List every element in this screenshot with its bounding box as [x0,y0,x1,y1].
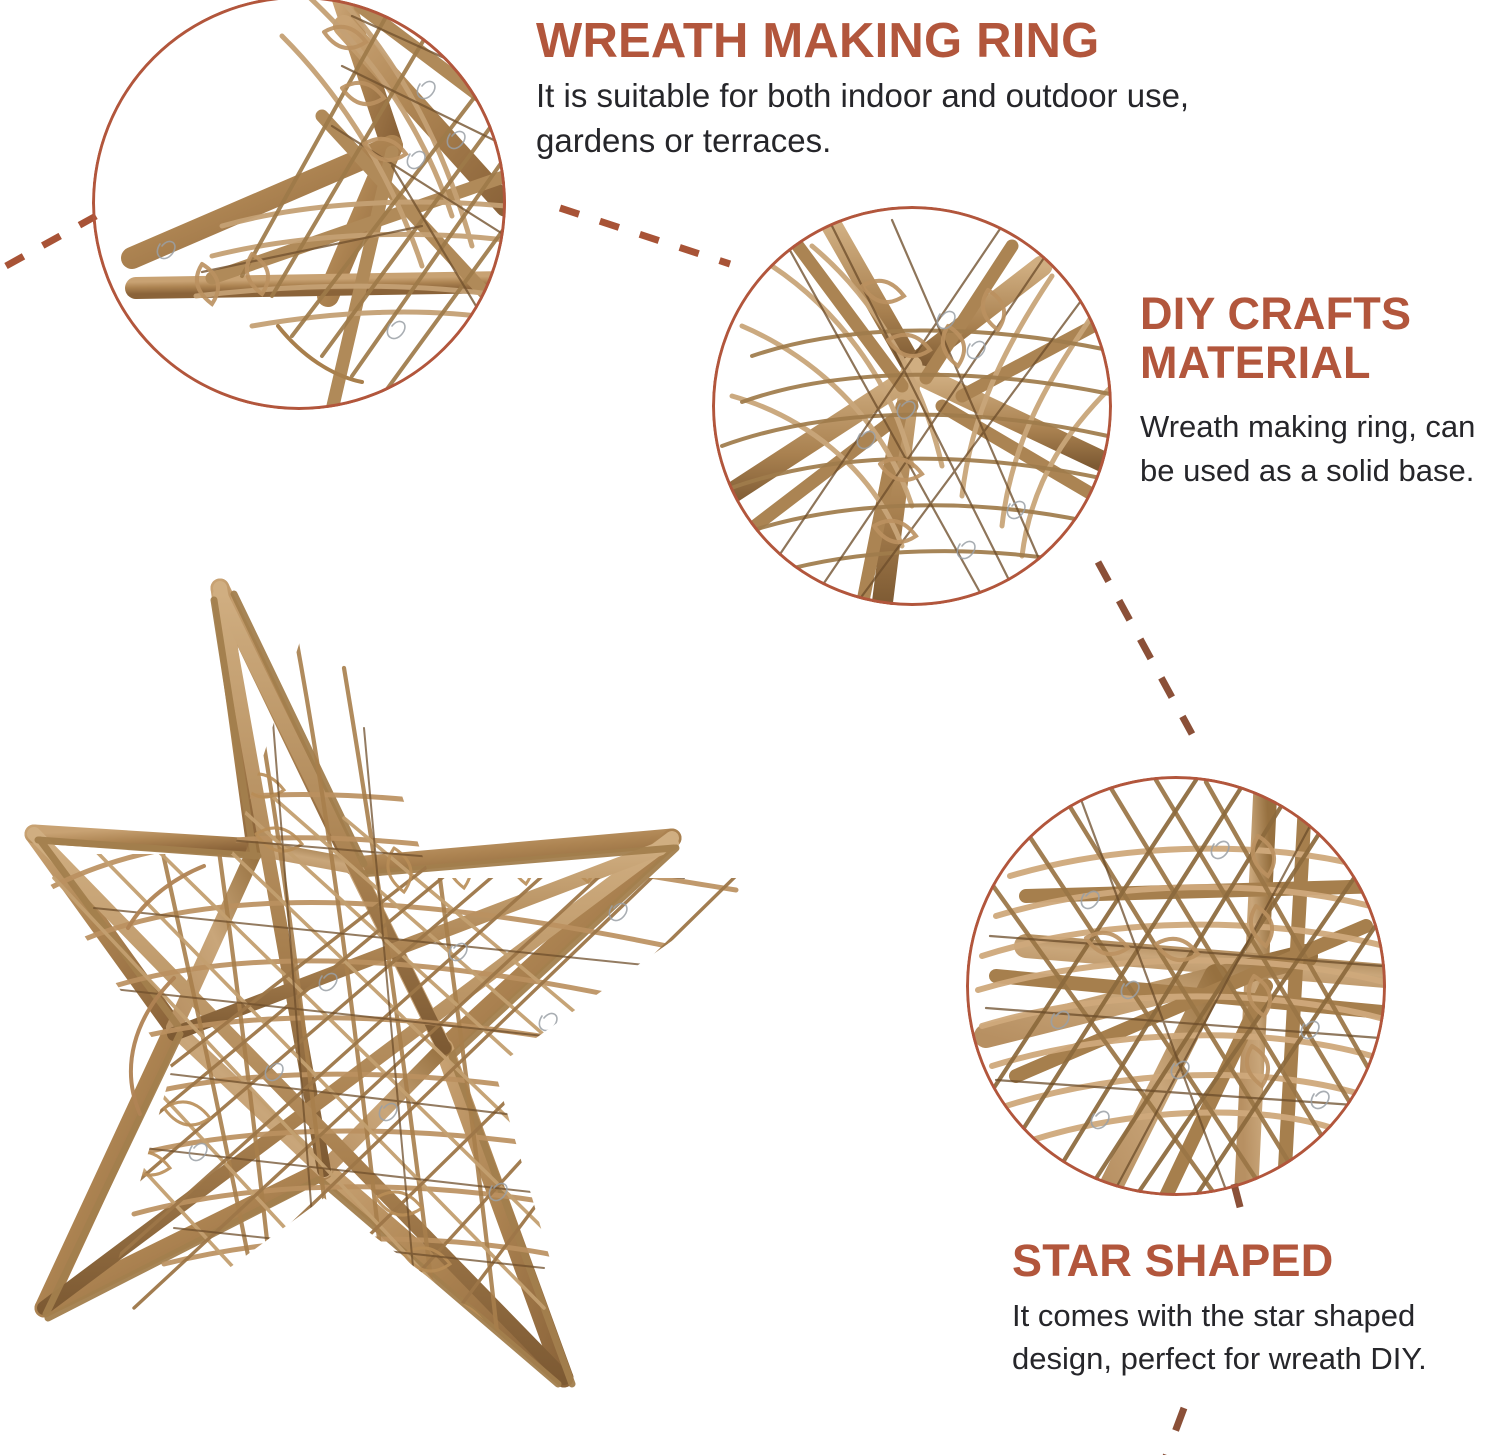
feature-body-diy-crafts-material: Wreath making ring, can be used as a sol… [1140,409,1476,488]
feature-heading-wreath-making-ring: WREATH MAKING RING [536,14,1100,68]
callout-photo-dense-weave-detail [966,776,1386,1196]
feature-body-star-shaped: It comes with the star shaped design, pe… [1012,1297,1427,1376]
leader-line-top-to-mid [558,204,732,268]
callout-circle-star-shaped [966,776,1386,1196]
leader-line-bottom-circle-tail [1230,1183,1248,1223]
callout-photo-weave-detail [92,0,506,410]
callout-photo-lattice-detail [712,206,1112,606]
feature-body-wreath-making-ring: It is suitable for both indoor and outdo… [536,76,1190,160]
feature-block-diy-crafts-material: DIY CRAFTS MATERIAL Wreath making ring, … [1140,288,1490,492]
leader-line-mid-to-bottom [1094,560,1196,736]
leader-line-bottom-edge [1162,1406,1188,1455]
product-photo-star [24,548,980,1444]
leader-line-top-left [4,212,98,270]
feature-heading-star-shaped: STAR SHAPED [1012,1235,1334,1286]
callout-circle-diy-crafts-material [712,206,1112,606]
feature-block-wreath-making-ring: WREATH MAKING RING It is suitable for bo… [536,16,1236,164]
callout-circle-wreath-making-ring [92,0,506,410]
feature-heading-diy-crafts-material: DIY CRAFTS MATERIAL [1140,288,1412,388]
feature-block-star-shaped: STAR SHAPED It comes with the star shape… [1012,1235,1498,1380]
